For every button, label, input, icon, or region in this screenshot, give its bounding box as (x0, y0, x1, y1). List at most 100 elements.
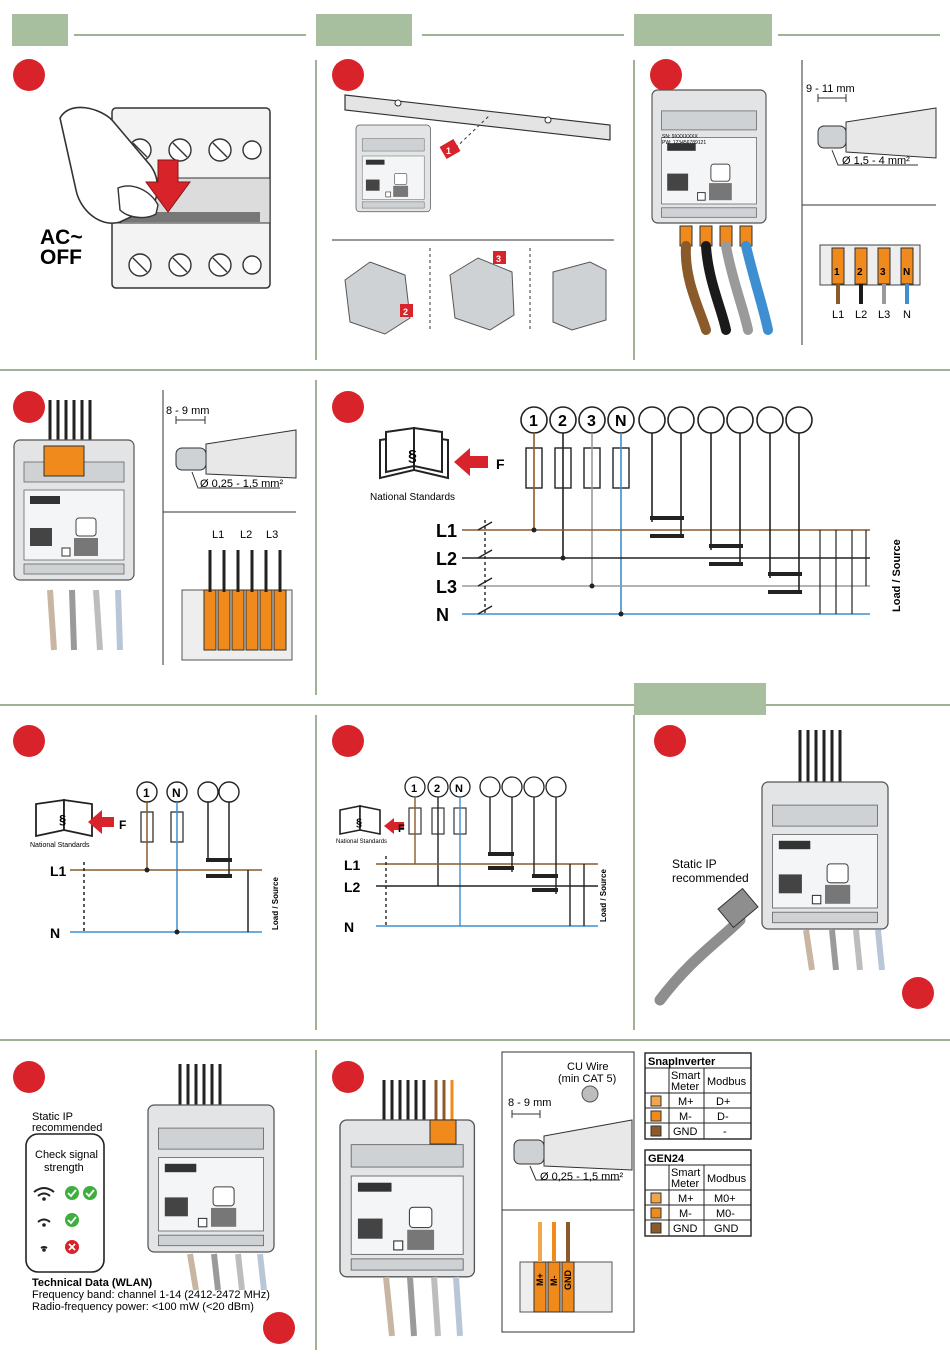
table-cell: M+ (678, 1193, 694, 1205)
grid-dividers (0, 34, 950, 1350)
cu-wire-line2: (min CAT 5) (558, 1073, 616, 1085)
panel-lan: Static IP recommended (654, 730, 889, 1006)
panel-2phase-diagram: § National Standards F 1 2 N L1 L2 N Loa… (336, 776, 608, 935)
panel-main-wiring: SN: 9XXXXXXX PW: 123456789121 9 - 11 mm … (651, 60, 937, 345)
load-source-label: Load / Source (891, 539, 903, 612)
fuse-label: F (398, 823, 405, 835)
table-head-a: Smart (671, 1070, 700, 1082)
tech-data-title: Technical Data (WLAN) (32, 1277, 153, 1289)
ac-off-label-line1: AC~ (40, 226, 83, 249)
table-cell: D- (717, 1111, 729, 1123)
line-l1: L1 (436, 521, 457, 541)
line-n: N (50, 925, 60, 941)
panel-3phase-diagram: § National Standards F 1 2 3 N (370, 406, 903, 625)
terminal-label-n: N (455, 783, 463, 795)
phone-outline (25, 1133, 105, 1273)
wifi-weak-icon (40, 1246, 48, 1249)
wlan-static-ip-line1: Static IP (32, 1111, 73, 1123)
line-n: N (436, 605, 449, 625)
modbus-strip-length: 8 - 9 mm (508, 1097, 551, 1109)
table-cell: - (723, 1126, 727, 1138)
table-snapinverter: SnapInverter Smart Meter Modbus M+ D+ M-… (644, 1052, 752, 1140)
meter-pw: PW: 123456789121 (662, 140, 706, 146)
load-source-label: Load / Source (599, 869, 608, 922)
terminal-label-1: 1 (411, 783, 417, 795)
header-tab-1 (12, 14, 68, 46)
terminal-m-plus: M+ (535, 1273, 545, 1286)
wlan-static-ip-line2: recommended (32, 1122, 102, 1134)
terminal-label-2: 2 (558, 413, 567, 430)
table-head-b: Meter (671, 1081, 699, 1093)
meter-sn: SN: 9XXXXXXX (662, 134, 699, 140)
check-icon (65, 1186, 97, 1227)
sense-cross-section: Ø 0,25 - 1,5 mm² (200, 478, 283, 490)
terminal-label-1: 1 (143, 786, 150, 800)
wire-cross-section: Ø 1,5 - 4 mm² (842, 155, 910, 167)
table-cell: M0- (716, 1208, 735, 1220)
static-ip-line1: Static IP (672, 857, 717, 871)
tech-data-line1: Frequency band: channel 1-14 (2412-2472 … (32, 1289, 270, 1301)
book-icon (379, 426, 449, 480)
fuse-label: F (496, 456, 505, 472)
ac-off-label-line2: OFF (40, 246, 82, 269)
step-markers (13, 59, 934, 1344)
paragraph-icon: § (356, 817, 362, 829)
terminal-label-n: N (172, 786, 181, 800)
din-step-1: 1 (446, 146, 451, 156)
panel-din-rail: 1 2 3 (332, 94, 614, 335)
panel-modbus: CU Wire (min CAT 5) 8 - 9 mm Ø 0,25 - 1,… (339, 1051, 635, 1337)
wire-strip-length: 9 - 11 mm (806, 83, 855, 95)
line-n: N (344, 919, 354, 935)
din-step-2: 2 (403, 307, 408, 317)
table-cell: M- (679, 1208, 692, 1220)
table-cell: M+ (678, 1096, 694, 1108)
wire-label-l1: L1 (832, 309, 844, 321)
table-head-b: Meter (671, 1178, 699, 1190)
terminal-2: 2 (857, 267, 863, 278)
terminal-m-minus: M- (549, 1276, 559, 1287)
line-l1: L1 (50, 863, 67, 879)
sense-phase-l3: L3 (266, 529, 278, 541)
wire-label-l3: L3 (878, 309, 890, 321)
wifi-strong-icon (33, 1187, 55, 1197)
header-tab-4 (634, 683, 766, 715)
terminal-3: 3 (880, 267, 886, 278)
din-step-3: 3 (496, 254, 501, 264)
table-cell: D+ (716, 1096, 730, 1108)
tech-data-line2: Radio-frequency power: <100 mW (<20 dBm) (32, 1301, 254, 1313)
paragraph-icon: § (408, 448, 417, 465)
table-title: GEN24 (648, 1153, 685, 1165)
table-gen24: GEN24 Smart Meter Modbus M+ M0+ M- M0- G… (644, 1149, 752, 1237)
terminal-1: 1 (834, 267, 840, 278)
panel-sense-wiring: 8 - 9 mm Ø 0,25 - 1,5 mm² L1 L2 L3 (13, 390, 297, 665)
header-tab-2 (316, 14, 412, 46)
sense-phase-l1: L1 (212, 529, 224, 541)
terminal-n: N (903, 267, 910, 278)
table-cell: M- (679, 1111, 692, 1123)
table-head-c: Modbus (707, 1076, 747, 1088)
line-l2: L2 (344, 879, 361, 895)
fuse-label: F (119, 818, 126, 832)
national-standards-label: National Standards (336, 839, 387, 845)
cu-wire-line1: CU Wire (567, 1061, 609, 1073)
table-cell: GND (714, 1223, 739, 1235)
load-source-label: Load / Source (271, 877, 280, 930)
sense-strip-length: 8 - 9 mm (166, 405, 209, 417)
terminal-label-3: 3 (587, 413, 596, 430)
table-head-a: Smart (671, 1167, 700, 1179)
table-head-c: Modbus (707, 1173, 747, 1185)
wifi-medium-icon (37, 1218, 51, 1223)
wire-label-l2: L2 (855, 309, 867, 321)
check-signal-line2: strength (44, 1162, 84, 1174)
panel-wlan: Static IP recommended Check signal stren… (25, 1064, 275, 1313)
national-standards-label: National Standards (370, 492, 455, 503)
table-cell: M0+ (714, 1193, 736, 1205)
line-l2: L2 (436, 549, 457, 569)
check-signal-line1: Check signal (35, 1149, 98, 1161)
panel-1phase-diagram: § National Standards F 1 N L1 N Load / S… (30, 781, 280, 941)
line-l3: L3 (436, 577, 457, 597)
sense-phase-l2: L2 (240, 529, 252, 541)
terminal-label-1: 1 (529, 413, 538, 430)
panel-breaker: AC~ OFF (40, 106, 271, 289)
